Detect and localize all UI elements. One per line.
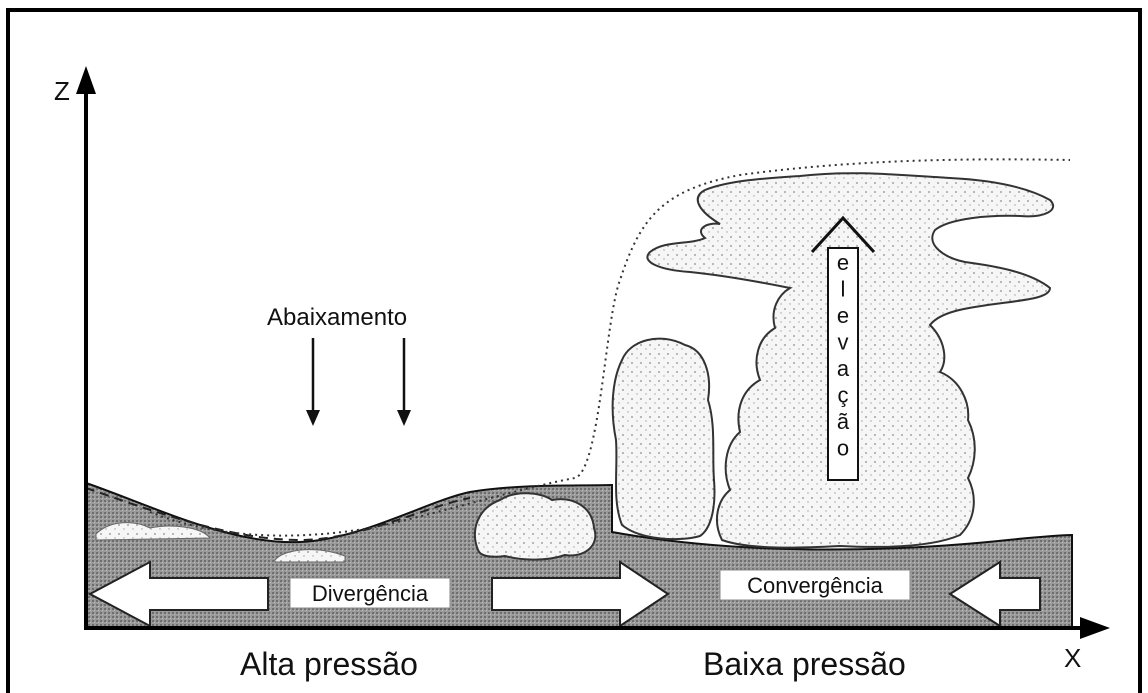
small-cumulus (475, 493, 595, 559)
low-pressure-label: Baixa pressão (703, 646, 906, 682)
uplift-letter: ã (837, 409, 850, 434)
divergence-label: Divergência (312, 581, 429, 606)
high-pressure-label: Alta pressão (240, 646, 418, 682)
x-axis-label: X (1064, 643, 1081, 673)
uplift-letter: o (837, 436, 849, 461)
subsidence-label: Abaixamento (267, 304, 407, 331)
uplift-letter: e (837, 250, 849, 275)
uplift-letter: a (837, 356, 850, 381)
uplift-letter: ç (838, 383, 849, 408)
z-axis-label: Z (54, 76, 70, 106)
subsidence-arrow-1 (306, 338, 320, 426)
subsidence-arrow-2 (397, 338, 411, 426)
uplift-letter: v (838, 330, 849, 355)
uplift-letter: e (837, 303, 849, 328)
convergence-label: Convergência (747, 573, 884, 598)
uplift-letter: l (841, 277, 846, 302)
cloud-column-left (613, 339, 715, 539)
